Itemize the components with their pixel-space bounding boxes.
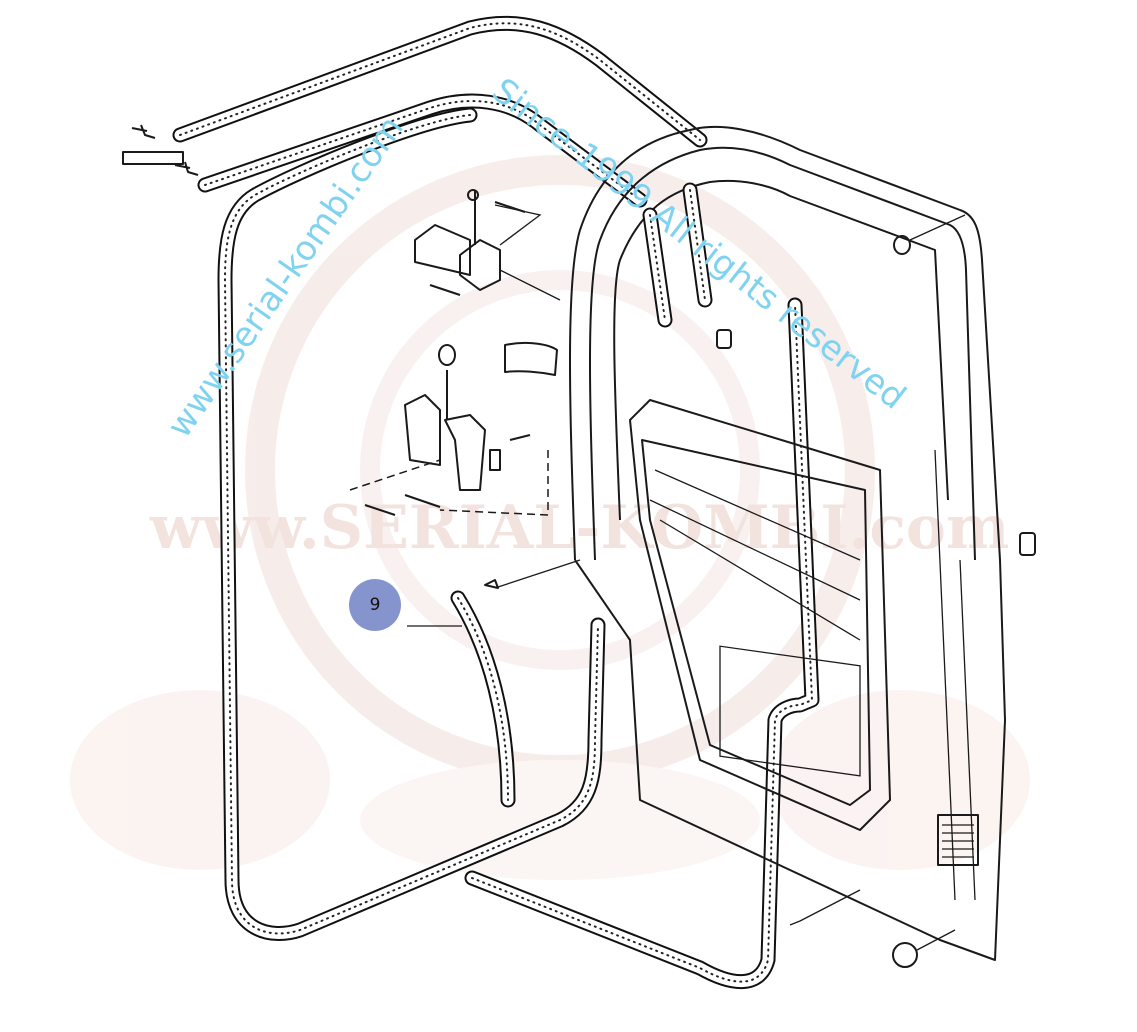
watermark-copyright: Since-1999 All rights reserved (484, 71, 913, 418)
seal-part-9 (407, 559, 581, 808)
plug-icon (716, 214, 1036, 968)
top-seal-strip (122, 15, 708, 208)
upper-hinge (414, 190, 561, 301)
bolt-icon (364, 189, 531, 516)
door-panel (569, 125, 1006, 961)
check-strap-pad (504, 341, 558, 376)
bottom-seal-strip (464, 297, 820, 990)
lower-hinge (349, 344, 549, 516)
clip-icon (131, 124, 199, 176)
door-seal-loop (217, 107, 606, 941)
part-callout-9[interactable]: 9 (349, 579, 401, 631)
callout-label: 9 (369, 595, 381, 615)
